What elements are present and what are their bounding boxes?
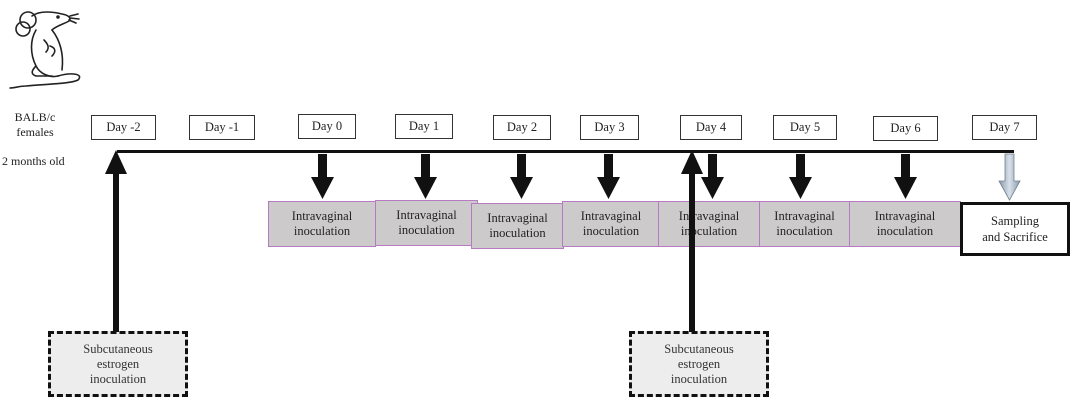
timeline-axis (117, 150, 1014, 153)
strain-label: BALB/c females (2, 110, 68, 140)
estrogen-text: estrogen (677, 356, 721, 371)
sampling-text: Sampling (991, 214, 1039, 228)
sampling-text: and Sacrifice (982, 230, 1048, 244)
day-box: Day 0 (298, 114, 356, 139)
strain-text: BALB/c (14, 110, 56, 124)
inoc-text: Intravaginal (291, 209, 353, 223)
inoc-text: inoculation (876, 224, 934, 238)
up-arrow-icon (681, 150, 703, 174)
sex-text: females (16, 125, 54, 139)
estrogen-text: Subcutaneous (83, 341, 153, 356)
inoc-text: Intravaginal (874, 209, 936, 223)
sampling-arrow-icon (998, 153, 1021, 201)
estrogen-arrow-shaft (689, 170, 695, 332)
inoc-text: Intravaginal (774, 209, 835, 223)
estrogen-text: estrogen (96, 356, 140, 371)
day-box: Day -1 (189, 115, 255, 140)
up-arrow-icon (105, 150, 127, 174)
down-arrow-icon (597, 154, 620, 199)
down-arrow-icon (701, 154, 724, 199)
day-box: Day 7 (972, 115, 1037, 140)
day-box: Day 3 (580, 115, 639, 140)
day-box: Day -2 (91, 115, 156, 140)
down-arrow-icon (789, 154, 812, 199)
down-arrow-icon (510, 154, 533, 199)
day-box: Day 2 (493, 115, 551, 140)
estrogen-arrow-shaft (113, 170, 119, 332)
down-arrow-icon (894, 154, 917, 199)
inoc-text: Intravaginal (487, 211, 548, 225)
inoc-text: inoculation (776, 224, 833, 238)
day-box: Day 4 (680, 115, 742, 140)
mouse-icon (9, 11, 81, 89)
day-box: Day 1 (395, 114, 453, 139)
sampling-sacrifice-box: Sampling and Sacrifice (960, 202, 1070, 256)
inoc-text: Intravaginal (580, 209, 642, 223)
down-arrow-icon (414, 154, 437, 199)
inoc-text: inoculation (582, 224, 640, 238)
inoc-text: inoculation (489, 226, 546, 240)
inoc-text: Intravaginal (396, 208, 457, 222)
estrogen-text: inoculation (89, 371, 147, 386)
age-label: 2 months old (2, 154, 65, 168)
inoc-text: inoculation (398, 223, 455, 237)
down-arrows (311, 154, 917, 199)
day-box: Day 6 (873, 116, 938, 141)
day-box: Day 5 (773, 115, 837, 140)
inoc-text: inoculation (293, 224, 351, 238)
down-arrow-icon (311, 154, 334, 199)
estrogen-text: inoculation (670, 371, 728, 386)
estrogen-text: Subcutaneous (664, 341, 734, 356)
